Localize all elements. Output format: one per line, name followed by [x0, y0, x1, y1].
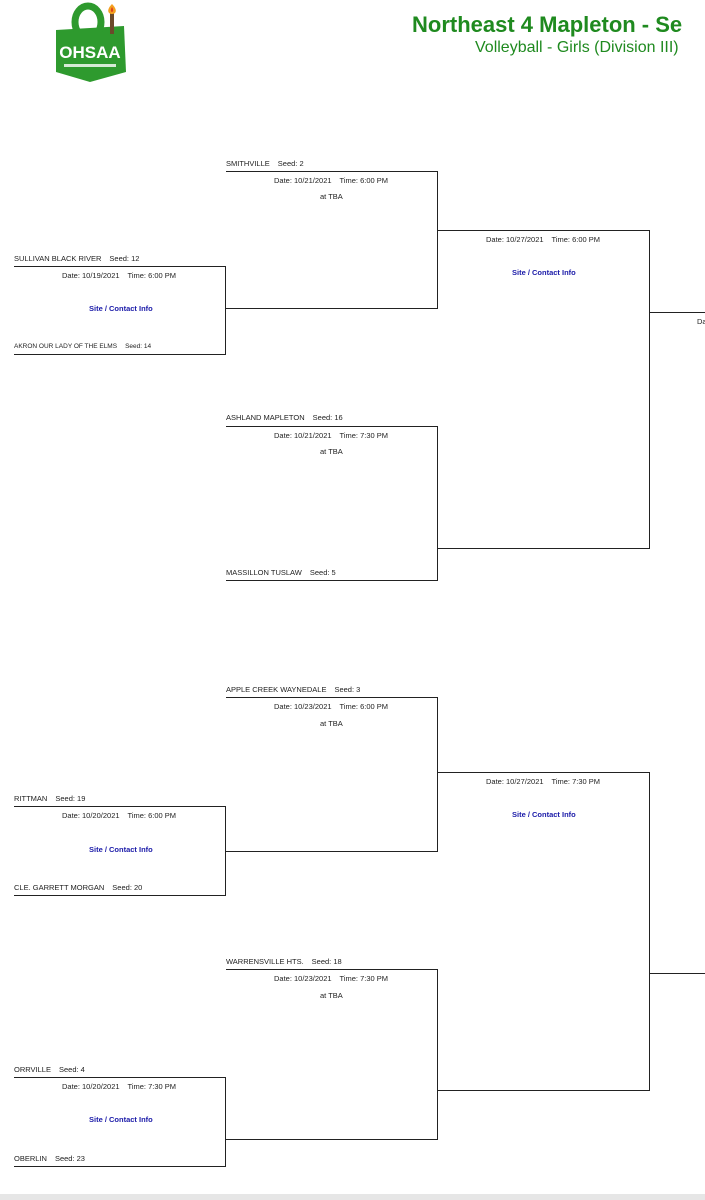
bracket-line: [438, 548, 650, 549]
ohsaa-logo: OHSAA: [50, 2, 130, 84]
site-contact-link[interactable]: Site / Contact Info: [89, 845, 153, 854]
bracket-line: [437, 697, 438, 852]
game-location: at TBA: [320, 991, 343, 1000]
bracket-line: [649, 772, 650, 1091]
bracket-line: [437, 969, 438, 1140]
bracket-line: [225, 1077, 226, 1167]
game-location: at TBA: [320, 192, 343, 201]
bracket-line: [226, 697, 438, 698]
bracket-line: [437, 171, 438, 309]
bracket-line: [437, 426, 438, 581]
bracket-line: [438, 1090, 650, 1091]
bracket-line: [14, 806, 226, 807]
horizontal-scrollbar[interactable]: [0, 1194, 705, 1200]
game-date-time: Da: [697, 317, 705, 326]
site-contact-link[interactable]: Site / Contact Info: [89, 1115, 153, 1124]
bracket-line: [226, 171, 438, 172]
page-title: Northeast 4 Mapleton - Se: [412, 12, 683, 37]
bracket-line: [225, 266, 226, 355]
svg-text:OHSAA: OHSAA: [59, 43, 120, 62]
bracket-line: [14, 1166, 226, 1167]
bracket-line: [226, 426, 438, 427]
bracket-line: [226, 1139, 438, 1140]
game-location: at TBA: [320, 719, 343, 728]
page-subtitle: Volleyball - Girls (Division III): [475, 39, 679, 56]
site-contact-link[interactable]: Site / Contact Info: [512, 810, 576, 819]
bracket-line: [226, 580, 438, 581]
game-location: at TBA: [320, 447, 343, 456]
team-label: WARRENSVILLE HTS.Seed: 18: [226, 957, 342, 966]
bracket-line: [650, 973, 705, 974]
site-contact-link[interactable]: Site / Contact Info: [89, 304, 153, 313]
bracket-line: [650, 312, 705, 313]
site-contact-link[interactable]: Site / Contact Info: [512, 268, 576, 277]
bracket-line: [14, 895, 226, 896]
bracket-line: [649, 230, 650, 549]
bracket-line: [438, 230, 650, 231]
bracket-line: [14, 1077, 226, 1078]
bracket-line: [226, 969, 438, 970]
bracket-line: [438, 772, 650, 773]
bracket-line: [14, 354, 226, 355]
bracket-line: [226, 851, 438, 852]
bracket-line: [14, 266, 226, 267]
bracket-line: [225, 806, 226, 896]
bracket-line: [226, 308, 438, 309]
